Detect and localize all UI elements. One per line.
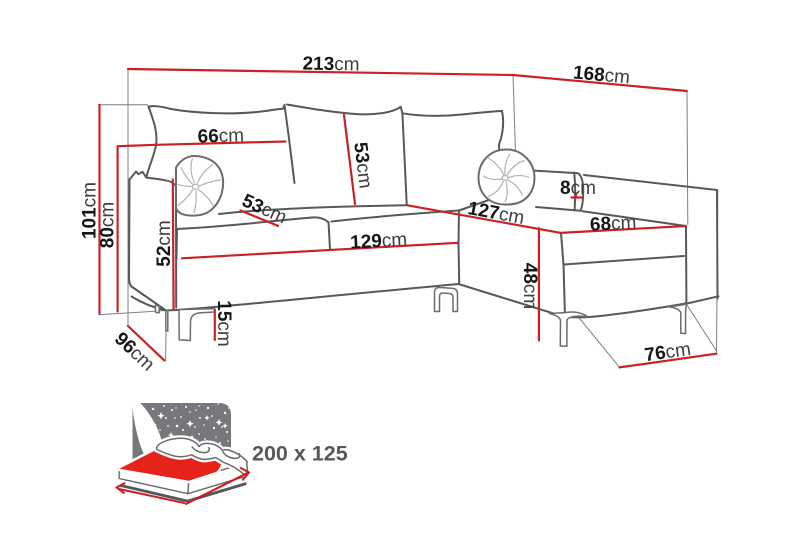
svg-text:101cm: 101cm xyxy=(80,182,101,239)
svg-text:52cm: 52cm xyxy=(154,220,175,266)
svg-text:68cm: 68cm xyxy=(589,212,637,235)
svg-text:213cm: 213cm xyxy=(302,54,359,76)
svg-text:129cm: 129cm xyxy=(350,229,408,253)
svg-text:15cm: 15cm xyxy=(213,300,234,346)
svg-text:53cm: 53cm xyxy=(349,141,376,190)
svg-text:80cm: 80cm xyxy=(98,202,119,248)
svg-text:200 x 125: 200 x 125 xyxy=(252,442,348,466)
svg-text:66cm: 66cm xyxy=(197,125,244,147)
svg-text:8cm: 8cm xyxy=(560,178,596,199)
svg-text:96cm: 96cm xyxy=(110,328,158,375)
svg-text:76cm: 76cm xyxy=(643,339,692,366)
svg-text:168cm: 168cm xyxy=(572,62,631,88)
svg-text:48cm: 48cm xyxy=(519,263,540,309)
